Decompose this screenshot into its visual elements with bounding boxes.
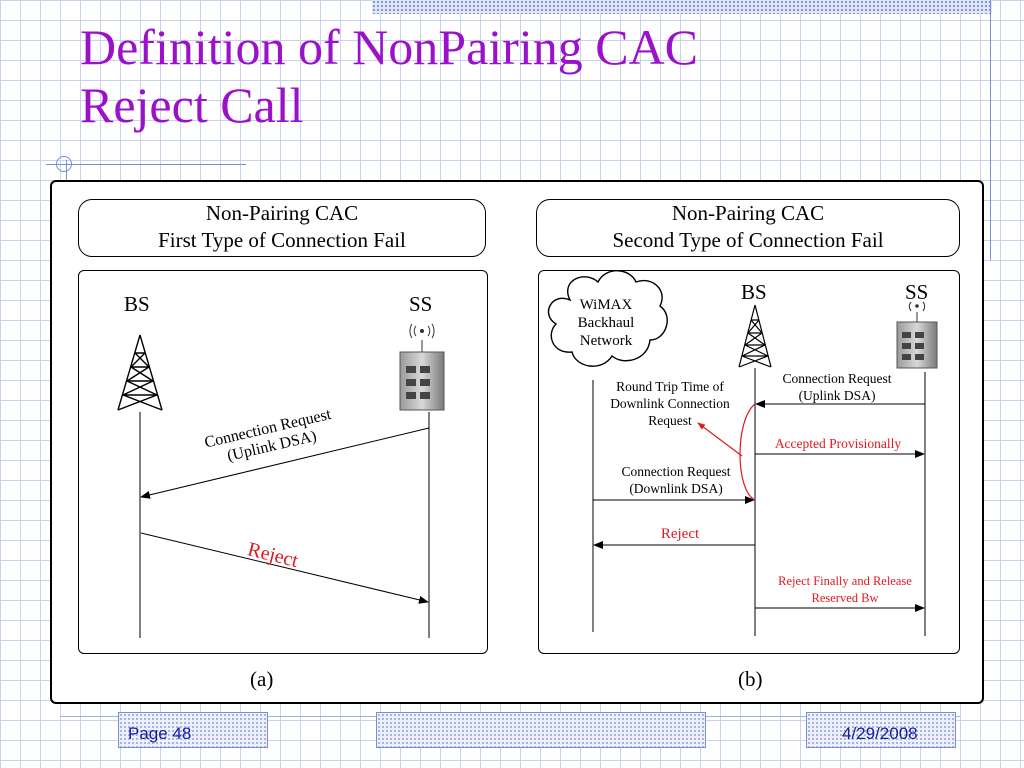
ss-building-icon [399,323,445,411]
diagram-b-header-line1: Non-Pairing CAC [671,201,825,225]
diagram-a-request-arrow [140,427,430,499]
rtt-line3: Request [648,413,692,428]
diagram-b-header: Non-Pairing CAC Second Type of Connectio… [536,199,960,257]
top-decor-bar [372,0,992,14]
diagram-b-request-up-line2: (Uplink DSA) [798,388,876,403]
footer-page-box [118,712,268,748]
diagram-b-sub-label: (b) [738,667,763,691]
decor-circle [56,156,72,172]
diagram-a-lifelines [139,412,430,638]
title-line-2: Reject Call [80,77,304,133]
bs-tower-icon [117,334,163,411]
diagram-b-request-up-line1: Connection Request [782,371,892,386]
cloud-line2: Backhaul [577,315,635,331]
diagram-a-frame [78,270,488,654]
rtt-line2: Downlink Connection [610,396,730,411]
cloud-label: WiMAX Backhaul Network [560,296,652,350]
decor-line-title [46,164,246,165]
diagram-b-reject-label: Reject [660,526,700,542]
diagram-a-bs-label: BS [124,292,150,316]
diagram-b-reject-final-line2: Reserved Bw [811,591,879,605]
title-line-1: Definition of NonPairing CAC [80,19,699,75]
cloud-line3: Network [579,333,633,349]
diagram-b-request-down-line1: Connection Request [621,464,731,479]
diagram-b-lifelines [592,368,926,636]
bs-tower-icon-b [738,304,772,368]
diagram-b-request-down-label: Connection Request (Downlink DSA) [600,463,752,497]
diagram-a-reject-arrow [140,532,429,604]
diagram-a-header-line2: First Type of Connection Fail [158,228,406,252]
diagram-a-ss-label: SS [409,292,433,316]
slide-title: Definition of NonPairing CAC Reject Call [80,18,940,134]
diagram-b-accepted-label: Accepted Provisionally [774,436,902,451]
diagram-b-request-up-label: Connection Request (Uplink DSA) [762,370,912,404]
rtt-pointer-arrow [697,422,743,457]
diagram-b-ss-label: SS [905,280,929,304]
diagram-b-reject-final-line1: Reject Finally and Release [778,574,912,588]
diagram-b-bs-label: BS [741,280,767,304]
diagram-a-sub-label: (a) [250,667,274,691]
slide-date: 4/29/2008 [842,724,918,743]
footer-center-box [376,712,706,748]
diagram-b-reject-final-label: Reject Finally and Release Reserved Bw [757,573,933,607]
page-number: Page 48 [128,724,192,743]
diagram-a-header: Non-Pairing CAC First Type of Connection… [78,199,486,257]
ss-building-icon-b [896,301,938,369]
diagram-b-request-down-line2: (Downlink DSA) [629,481,723,496]
rtt-line1: Round Trip Time of [616,379,724,394]
cloud-line1: WiMAX [579,297,633,313]
rtt-label: Round Trip Time of Downlink Connection R… [596,378,744,429]
diagram-b-header-line2: Second Type of Connection Fail [612,228,884,252]
backhaul-cloud-icon [547,270,668,367]
decor-line-right [990,0,991,260]
diagram-a-header-line1: Non-Pairing CAC [205,201,359,225]
footer-date-box [806,712,956,748]
